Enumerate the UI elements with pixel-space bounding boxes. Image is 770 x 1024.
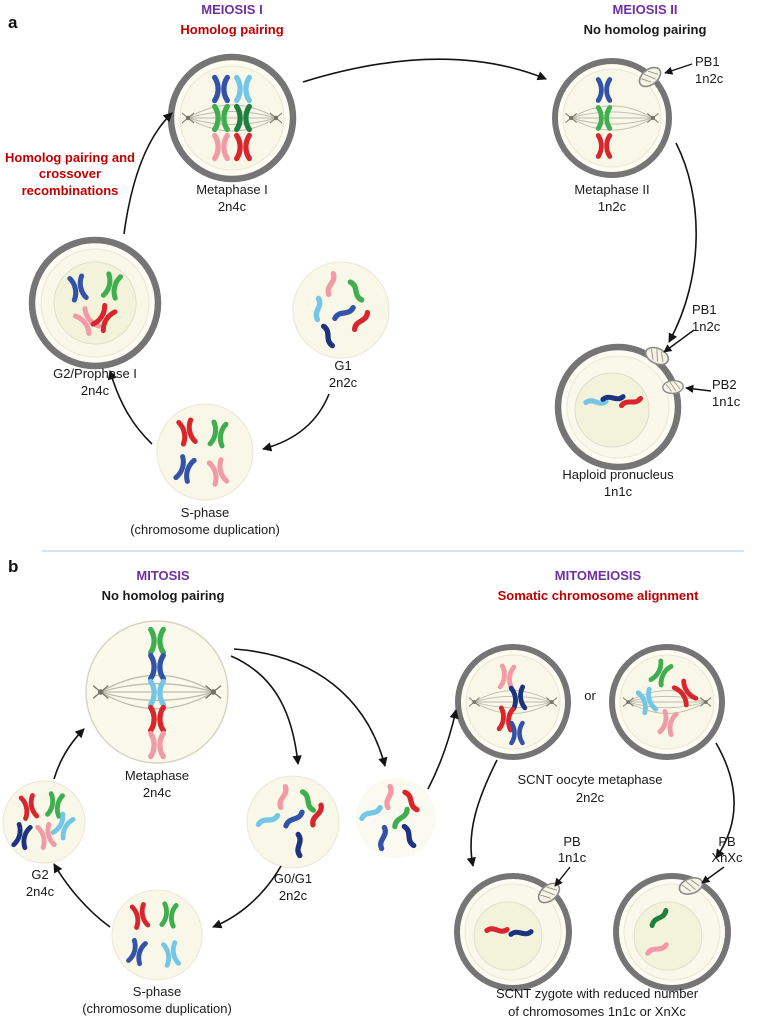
mitomeiosis-title: MITOMEIOSIS: [554, 568, 642, 583]
scnt-zygote-caption-line1: SCNT zygote with reduced number: [495, 986, 699, 1001]
g2-b-label: G2: [31, 867, 49, 882]
haploid-label: Haploid pronucleus: [562, 467, 674, 482]
metaphase1-ploidy: 2n4c: [217, 199, 247, 214]
hap-pb1-ploidy: 1n2c: [692, 319, 721, 334]
scnt-oocyte-label: SCNT oocyte metaphase: [517, 772, 663, 787]
g2-prophase-label: G2/Prophase I: [53, 366, 137, 381]
arrow-pb-pointer-zygote2: [701, 866, 725, 884]
or-text: or: [584, 688, 596, 703]
arrow-cluster-to-scnt-oocyte: [427, 708, 459, 790]
arrow-g1-to-sphase: [261, 393, 330, 452]
arrow-metaphase-to-cluster: [233, 648, 388, 768]
s-phase-b-note: (chromosome duplication): [82, 1001, 232, 1016]
hap-pb1-label: PB1: [692, 302, 717, 317]
g1-label: G1: [334, 358, 352, 373]
homolog-pairing-note: Homolog pairing and crossover recombinat…: [5, 150, 135, 198]
met2-pb1-label: PB1: [695, 54, 720, 69]
mitosis-title: MITOSIS: [136, 568, 190, 583]
hap-pb2-label: PB2: [712, 377, 737, 392]
g2-b-ploidy: 2n4c: [25, 884, 55, 899]
metaphase-cell-b: [85, 620, 229, 764]
arrow-oocyte1-to-zygote1: [466, 759, 498, 868]
pb-left-label: PB: [563, 834, 581, 849]
g0g1-ploidy: 2n2c: [278, 888, 308, 903]
s-phase-a-label: S-phase: [180, 505, 230, 520]
metaphase2-ploidy: 1n2c: [597, 199, 627, 214]
pb-right-label: PB: [718, 834, 736, 849]
scnt-zygote-caption-line2: of chromosomes 1n1c or XnXc: [508, 1004, 686, 1019]
scnt-zygote-cell-2: [613, 873, 731, 991]
mitomeiosis-subtitle: Somatic chromosome alignment: [497, 588, 699, 603]
meiosis2-title: MEIOSIS II: [612, 2, 678, 17]
donor-chromosome-cluster: [356, 778, 436, 858]
s-phase-b-label: S-phase: [132, 984, 182, 999]
pb-right-ploidy: XnXc: [711, 850, 743, 865]
panel-b-letter: b: [8, 557, 19, 576]
scnt-oocyte-cell-1: [455, 644, 571, 760]
g1-cell: [292, 261, 390, 359]
g2-prophase-cell: [28, 236, 162, 370]
metaphase1-label: Metaphase I: [196, 182, 268, 197]
meiosis1-title: MEIOSIS I: [201, 2, 263, 17]
arrow-pb1-pointer-met2: [664, 63, 693, 75]
haploid-ploidy: 1n1c: [603, 484, 633, 499]
metaphase2-cell: [552, 58, 672, 178]
arrow-sphase-to-g2-b: [53, 863, 111, 928]
s-phase-cell-a: [156, 403, 254, 501]
panel-a-letter: a: [8, 13, 18, 32]
g2-cell-b: [2, 780, 86, 864]
arrow-g2prophase-to-metaphase1: [123, 112, 173, 235]
metaphase-b-label: Metaphase: [124, 768, 190, 783]
arrow-pb-pointer-zygote1: [554, 866, 571, 887]
scnt-oocyte-cell-2: [609, 644, 725, 760]
arrow-oocyte2-to-zygote2: [715, 742, 735, 859]
pb-left-ploidy: 1n1c: [557, 850, 587, 865]
hap-pb2-ploidy: 1n1c: [712, 394, 741, 409]
arrow-sphase-to-g2prophase: [107, 370, 153, 445]
scnt-zygote-cell-1: [454, 873, 572, 991]
s-phase-cell-b: [111, 889, 203, 981]
metaphase-b-ploidy: 2n4c: [142, 785, 172, 800]
arrow-pb1-pointer-haploid: [663, 329, 695, 353]
metaphase2-label: Metaphase II: [574, 182, 650, 197]
g0g1-cell: [246, 775, 340, 869]
arrow-metaphase2-to-haploid: [668, 142, 697, 343]
meiosis2-subtitle: No homolog pairing: [583, 22, 707, 37]
scnt-oocyte-ploidy: 2n2c: [575, 790, 605, 805]
metaphase1-cell: [167, 53, 297, 183]
arrow-metaphase1-to-metaphase2: [302, 58, 547, 83]
g0g1-label: G0/G1: [273, 871, 313, 886]
haploid-pronucleus-cell: [554, 343, 685, 471]
arrow-g0g1-to-sphase-b: [212, 865, 282, 929]
mitosis-subtitle: No homolog pairing: [101, 588, 225, 603]
meiosis1-subtitle: Homolog pairing: [180, 22, 284, 37]
g1-ploidy: 2n2c: [328, 375, 358, 390]
met2-pb1-ploidy: 1n2c: [695, 71, 724, 86]
s-phase-a-note: (chromosome duplication): [130, 522, 280, 537]
arrow-pb2-pointer-haploid: [685, 384, 712, 393]
g2-prophase-ploidy: 2n4c: [80, 383, 110, 398]
arrow-metaphase-to-g0g1: [230, 655, 302, 766]
arrow-g2-to-metaphase-b: [53, 728, 85, 780]
